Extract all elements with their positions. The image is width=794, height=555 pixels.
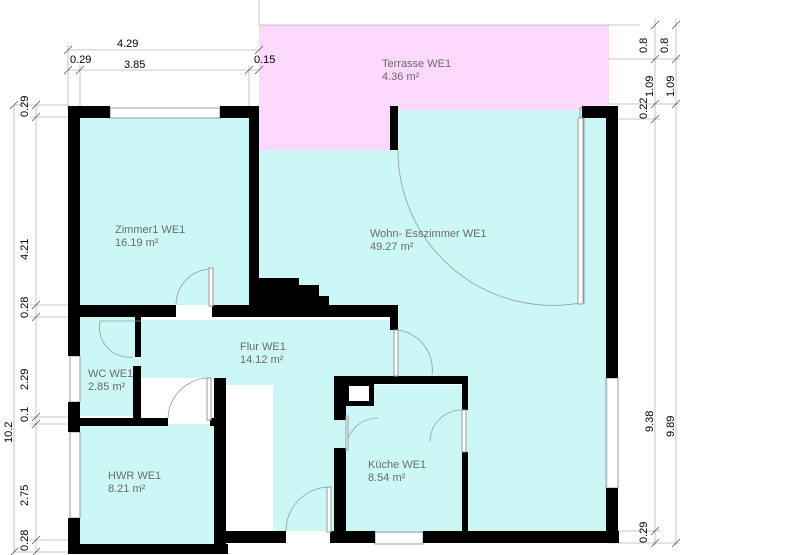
door-swing-bedroom [175,268,213,306]
wall [68,402,80,432]
walls [68,106,619,554]
dimension-labels: 4.29 0.29 3.85 0.15 0.29 4.21 0.28 2.29 … [3,38,677,551]
door-swing-hwr [167,377,211,419]
room-area-terrace: 4.36 m² [382,71,420,83]
room-fills [80,25,609,544]
room-name-wc: WC WE1 [88,368,133,380]
dim-right-7: 9.89 [665,416,677,437]
dim-right-3: 1.09 [644,76,656,97]
dimension-lines [13,0,680,553]
wall [390,305,398,330]
wall [249,106,259,316]
dim-right-8: 0.29 [638,522,650,543]
dim-top-thin: 0.15 [254,54,275,66]
dim-top-total: 4.29 [117,38,138,50]
room-area-wc: 2.85 m² [88,381,126,393]
room-labels: Terrasse WE1 4.36 m² Zimmer1 WE1 16.19 m… [88,58,487,495]
door-swing-wc [99,320,141,358]
door-leaf [461,409,467,453]
room-area-hwr: 8.21 m² [108,483,146,495]
door-leaf [393,329,399,377]
wall [334,448,346,543]
wall [68,418,168,426]
room-area-living: 49.27 m² [370,241,414,253]
wall [606,488,618,543]
dim-top-room: 3.85 [124,59,145,71]
dim-top-wall: 0.29 [70,54,91,66]
dim-left-6: 2.75 [19,485,31,506]
wc-fill [80,316,139,416]
door-swing-hall [397,329,433,376]
wall [68,305,176,317]
dim-left-5: 0.1 [19,407,31,422]
wall [133,366,141,422]
door-swing-entrance [285,486,331,532]
room-name-kitchen: Küche WE1 [368,459,426,471]
door-swing-living [397,149,581,306]
wall [423,531,619,543]
dim-left-4: 2.29 [19,369,31,390]
dimension-ticks [9,20,681,555]
wall [334,376,468,384]
kitchen-fill [346,385,465,533]
room-area-bedroom: 16.19 m² [115,237,159,249]
bedroom-fill [80,118,249,305]
wall [462,452,468,543]
doors [99,117,584,533]
dim-right-4: 1.09 [665,76,677,97]
dim-left-total: 10.2 [3,422,15,443]
room-name-terrace: Terrasse WE1 [382,58,451,70]
wall [212,305,398,317]
room-name-hall: Flur WE1 [240,341,286,353]
wall [68,544,228,554]
wall [390,106,398,150]
room-name-bedroom: Zimmer1 WE1 [115,224,185,236]
door-leaf [326,486,332,533]
wall [334,376,346,420]
shaft-inner [349,386,369,401]
wall [135,317,141,357]
wall [606,110,618,378]
dim-right-6: 9.38 [644,411,656,432]
wall [68,106,80,356]
stair [259,296,329,306]
door-leaf [345,415,349,451]
door-leaf [577,117,584,305]
dim-left-2: 4.21 [19,239,31,260]
wall [582,106,618,118]
dim-left-1: 0.29 [19,96,31,117]
dim-right-2: 0.8 [659,38,671,53]
wall [226,531,286,543]
door-leaf [206,377,212,421]
wall [462,376,468,410]
room-area-kitchen: 8.54 m² [368,472,406,484]
room-name-living: Wohn- Esszimmer WE1 [370,228,487,240]
dim-right-5: 0.22 [638,98,650,119]
door-leaf [208,267,214,307]
wall [214,378,226,554]
hwr-fill [80,424,216,544]
dim-right-1: 0.8 [638,38,650,53]
door-swing-kitchen-right [429,409,463,443]
stair-core [226,385,273,531]
dim-left-3: 0.28 [19,297,31,318]
room-name-hwr: HWR WE1 [108,470,161,482]
room-area-hall: 14.12 m² [240,354,284,366]
dim-left-7: 0.28 [19,530,31,551]
